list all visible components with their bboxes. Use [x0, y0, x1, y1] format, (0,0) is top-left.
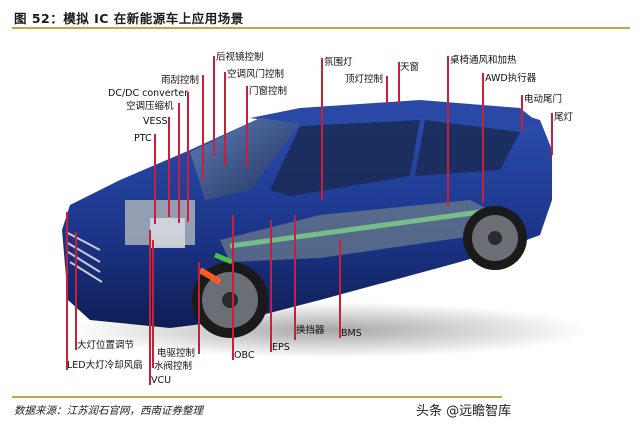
leader-ambient-light — [321, 58, 323, 200]
label-rear-mirror: 后视镜控制 — [216, 52, 264, 63]
label-ptc: PTC — [134, 133, 152, 144]
label-water-valve: 水阀控制 — [154, 361, 193, 372]
label-wiper: 雨刮控制 — [161, 75, 200, 86]
leader-dcdc — [187, 92, 189, 222]
watermark: 头条 @远瞻智库 — [416, 404, 512, 419]
leader-obc — [232, 215, 234, 360]
label-awd: AWD执行器 — [485, 73, 537, 84]
leader-ac-damper — [224, 72, 226, 166]
leader-ac-compressor — [178, 103, 180, 223]
label-vess: VESS — [143, 116, 168, 127]
source-note: 数据来源：江苏润石官网，西南证券整理 — [14, 405, 203, 417]
leader-taillight — [551, 113, 553, 155]
leader-seat — [447, 56, 449, 206]
leader-vcu — [149, 230, 151, 385]
label-ambient-light: 氛围灯 — [324, 57, 353, 68]
label-headlight-level: 大灯位置调节 — [77, 340, 135, 351]
leader-ptc — [154, 134, 156, 224]
title-divider — [12, 27, 630, 29]
label-obc: OBC — [234, 350, 255, 361]
label-dcdc: DC/DC converter — [108, 88, 189, 99]
label-motor-drive: 电驱控制 — [157, 348, 196, 359]
leader-rear-mirror — [213, 56, 215, 156]
label-door-window: 门窗控制 — [249, 86, 288, 97]
label-ac-compressor: 空调压缩机 — [126, 101, 174, 112]
label-eps: EPS — [272, 342, 290, 353]
label-led-fan: LED大灯冷却风扇 — [67, 360, 143, 371]
label-ac-damper: 空调风门控制 — [227, 69, 285, 80]
leader-motor-drive — [198, 262, 200, 354]
leader-dome-light — [386, 76, 388, 104]
label-vcu: VCU — [151, 375, 172, 386]
leader-headlight-level — [75, 232, 77, 350]
label-seat: 桌椅通风和加热 — [450, 55, 517, 66]
leader-door-window — [246, 86, 248, 168]
leader-led-fan — [66, 212, 68, 370]
figure-title: 图 52：模拟 IC 在新能源车上应用场景 — [14, 11, 244, 26]
leader-vess — [168, 117, 170, 217]
leader-shifter — [294, 215, 296, 340]
leader-sunroof — [398, 62, 400, 104]
leader-water-valve — [152, 240, 154, 368]
label-dome-light: 顶灯控制 — [345, 74, 384, 85]
label-sunroof: 天窗 — [400, 62, 420, 73]
leader-awd — [482, 73, 484, 203]
footer-divider — [12, 396, 502, 398]
leader-wiper — [202, 75, 204, 181]
leader-eps — [270, 220, 272, 352]
label-taillight: 尾灯 — [554, 112, 574, 123]
label-bms: BMS — [341, 328, 362, 339]
label-tailgate: 电动尾门 — [524, 94, 563, 105]
leader-tailgate — [521, 95, 523, 131]
label-shifter: 换挡器 — [296, 325, 325, 336]
leader-bms — [339, 240, 341, 338]
